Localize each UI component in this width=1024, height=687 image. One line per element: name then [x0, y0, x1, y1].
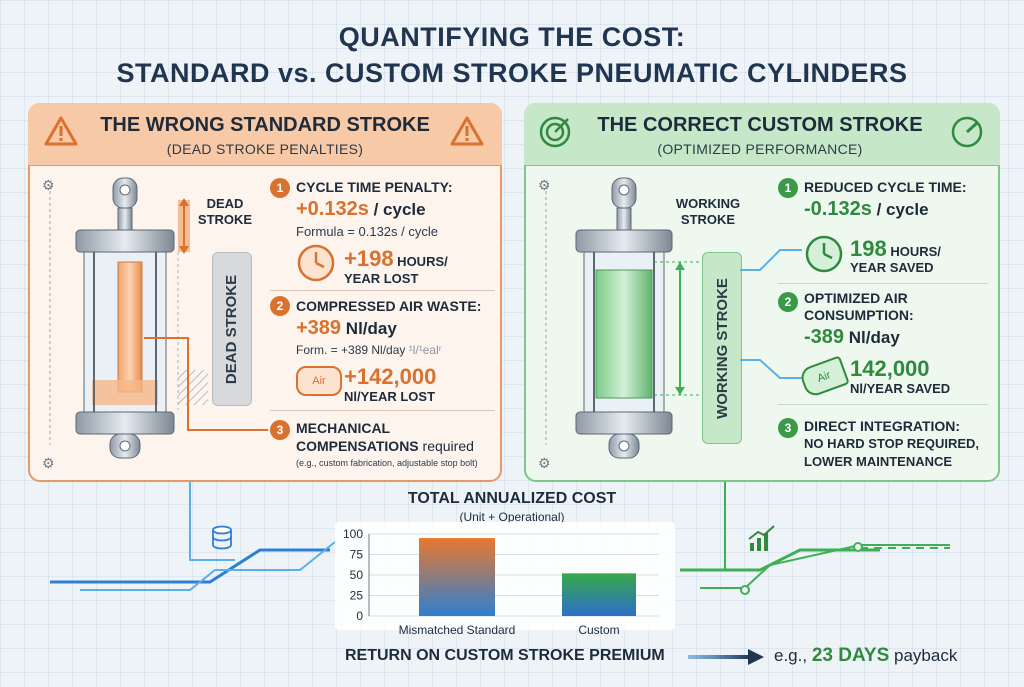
- consumption-heading: CONSUMPTION:: [804, 307, 914, 323]
- chart-subtitle: (Unit + Operational): [459, 510, 565, 524]
- database-icon: [212, 525, 232, 550]
- gauge-icon: [951, 116, 983, 148]
- x-category-label: Mismatched Standard: [399, 623, 516, 637]
- direct-integration-heading: DIRECT INTEGRATION:: [804, 418, 961, 434]
- hours-lost-label: YEAR LOST: [344, 271, 419, 286]
- hours-saved-label: YEAR SAVED: [850, 260, 934, 275]
- reduced-cycle-heading: REDUCED CYCLE TIME:: [804, 179, 967, 195]
- standard-panel-subtitle: (DEAD STROKE PENALTIES): [166, 141, 364, 157]
- standard-panel-title: THE WRONG STANDARD STROKE: [100, 114, 430, 136]
- svg-text:⚙: ⚙: [538, 177, 551, 193]
- svg-text:⚙: ⚙: [538, 455, 551, 470]
- cycle-time-penalty-heading: CYCLE TIME PENALTY:: [296, 179, 453, 195]
- compensations-line: COMPENSATIONS required: [296, 438, 474, 454]
- y-tick-label: 75: [350, 548, 364, 562]
- mechanical-note: (e.g., custom fabrication, adjustable st…: [296, 458, 478, 468]
- standard-stroke-header: [28, 103, 502, 166]
- item-number-badge: 2: [778, 292, 798, 312]
- growth-chart-icon: [748, 525, 775, 551]
- arrow-right-icon: [688, 649, 764, 665]
- bar-mismatched-standard: [419, 538, 495, 616]
- custom-stroke-header: [524, 103, 1000, 166]
- page-title-line2: STANDARD vs. CUSTOM STROKE PNEUMATIC CYL…: [116, 58, 908, 88]
- working-stroke-vertical-label: WORKING STROKE: [702, 252, 742, 444]
- item-number-badge: 1: [270, 178, 290, 198]
- connector-lines: [740, 249, 802, 379]
- air-lost-label: Nl/YEAR LOST: [344, 389, 436, 404]
- cycle-time-penalty-value: +0.132s / cycle: [296, 198, 426, 220]
- air-waste-formula: Form. = +389 Nl/day ¹l/¹ealʳ: [296, 343, 442, 357]
- page-title-line1: QUANTIFYING THE COST:: [338, 22, 686, 52]
- chart-title: TOTAL ANNUALIZED COST: [407, 490, 617, 507]
- air-lost-stat: +142,000: [344, 364, 437, 389]
- standard-cylinder-diagram: ⚙ ⚙: [42, 177, 268, 470]
- x-category-label: Custom: [578, 623, 619, 637]
- air-saved-stat: 142,000: [850, 356, 930, 381]
- clock-icon: [297, 244, 335, 282]
- air-tank-icon: Air: [296, 366, 342, 396]
- no-hard-stop-text: NO HARD STOP REQUIRED,: [804, 436, 980, 451]
- svg-text:⚙: ⚙: [42, 177, 55, 193]
- dead-stroke-vertical-label: DEAD STROKE: [212, 252, 252, 406]
- custom-cylinder-diagram: ⚙ ⚙: [538, 177, 704, 470]
- item-number-badge: 2: [270, 296, 290, 316]
- item-number-badge: 3: [270, 420, 290, 440]
- cycle-time-formula: Formula = 0.132s / cycle: [296, 224, 438, 239]
- y-tick-label: 25: [350, 589, 364, 603]
- roi-payback: e.g., 23 DAYS payback: [774, 645, 958, 666]
- y-tick-label: 100: [343, 527, 363, 541]
- y-tick-label: 0: [356, 609, 363, 623]
- air-saved-label: Nl/YEAR SAVED: [850, 381, 951, 396]
- custom-panel-title: THE CORRECT CUSTOM STROKE: [597, 114, 923, 136]
- item-number-badge: 1: [778, 178, 798, 198]
- bar-custom: [562, 573, 636, 616]
- optimized-air-value: -389 Nl/day: [804, 326, 900, 348]
- warning-icon: [44, 116, 78, 146]
- roi-label: RETURN ON CUSTOM STROKE PREMIUM: [345, 647, 665, 664]
- reduced-cycle-value: -0.132s / cycle: [804, 198, 929, 220]
- y-tick-label: 50: [350, 568, 364, 582]
- target-icon: [539, 116, 571, 148]
- air-waste-value: +389 Nl/day: [296, 317, 397, 339]
- optimized-air-heading: OPTIMIZED AIR: [804, 290, 908, 306]
- svg-text:⚙: ⚙: [42, 455, 55, 470]
- item-number-badge: 3: [778, 418, 798, 438]
- hours-lost-stat: +198 HOURS/: [344, 246, 448, 271]
- clock-icon: [805, 235, 843, 273]
- working-stroke-label: WORKING STROKE: [675, 196, 741, 227]
- warning-icon: [450, 116, 484, 146]
- dead-stroke-label: DEAD STROKE: [197, 196, 253, 227]
- air-waste-heading: COMPRESSED AIR WASTE:: [296, 298, 482, 314]
- custom-panel-subtitle: (OPTIMIZED PERFORMANCE): [657, 141, 863, 157]
- mechanical-heading: MECHANICAL: [296, 420, 391, 436]
- hours-saved-stat: 198 HOURS/: [850, 236, 941, 261]
- lower-maintenance-text: LOWER MAINTENANCE: [804, 454, 953, 469]
